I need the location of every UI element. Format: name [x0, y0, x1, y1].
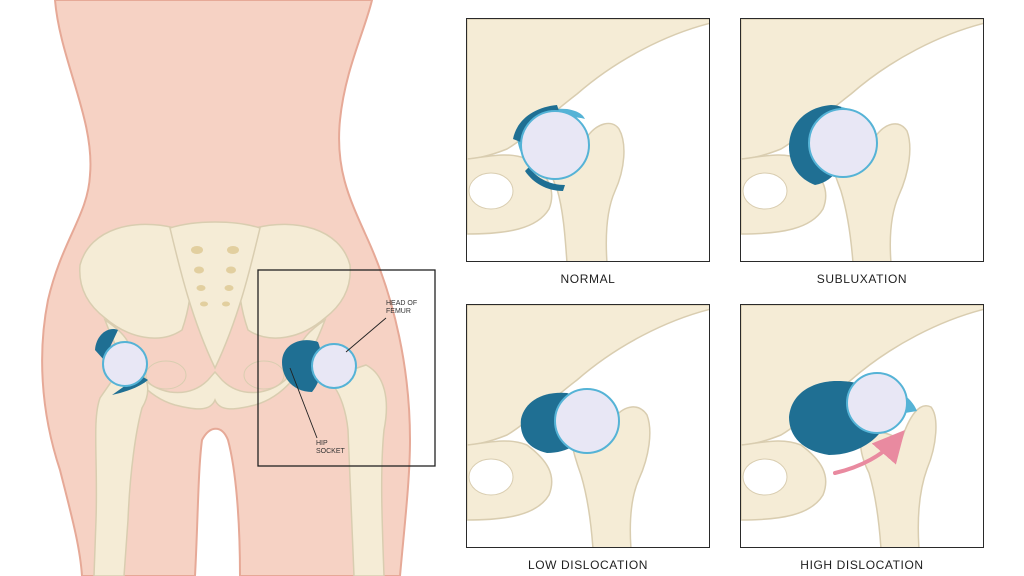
- right-femur-head: [311, 343, 357, 389]
- sacrum: [169, 221, 261, 370]
- obturator: [742, 172, 788, 210]
- obturator: [468, 458, 514, 496]
- hip-socket-pointer: [289, 367, 318, 439]
- acetabulum-lower-rim: [525, 167, 565, 191]
- femur-head-pointer: [345, 317, 387, 353]
- left-acetabulum-cartilage: [95, 329, 118, 360]
- left-obturator: [145, 360, 187, 390]
- panel-low-dislocation: [466, 304, 710, 548]
- left-femur-head: [102, 341, 148, 387]
- femur-head: [808, 108, 878, 178]
- caption-subluxation: SUBLUXATION: [816, 272, 908, 286]
- caption-low-dislocation: LOW DISLOCATION: [527, 558, 649, 572]
- femur-head: [846, 372, 908, 434]
- head-of-femur-label: HEAD OF FEMUR: [386, 300, 418, 315]
- highlight-box: [257, 269, 436, 467]
- obturator: [468, 172, 514, 210]
- femur-head: [520, 110, 590, 180]
- panel-subluxation: [740, 18, 984, 262]
- right-femur: [334, 364, 388, 576]
- sacral-foramina: [191, 246, 239, 307]
- pelvis-body-illustration: [41, 0, 436, 576]
- hip-socket-label: HIP SOCKET: [316, 440, 345, 455]
- left-iliac-wing: [79, 223, 193, 339]
- obturator: [742, 458, 788, 496]
- right-obturator: [243, 360, 285, 390]
- panel-high-dislocation: [740, 304, 984, 548]
- displacement-arrow: [833, 429, 905, 475]
- right-hip-socket: [282, 340, 322, 392]
- caption-high-dislocation: HIGH DISLOCATION: [800, 558, 924, 572]
- right-iliac-wing: [237, 223, 351, 339]
- femur-head: [554, 388, 620, 454]
- left-femur: [93, 371, 149, 576]
- panel-normal: [466, 18, 710, 262]
- caption-normal: NORMAL: [560, 272, 616, 286]
